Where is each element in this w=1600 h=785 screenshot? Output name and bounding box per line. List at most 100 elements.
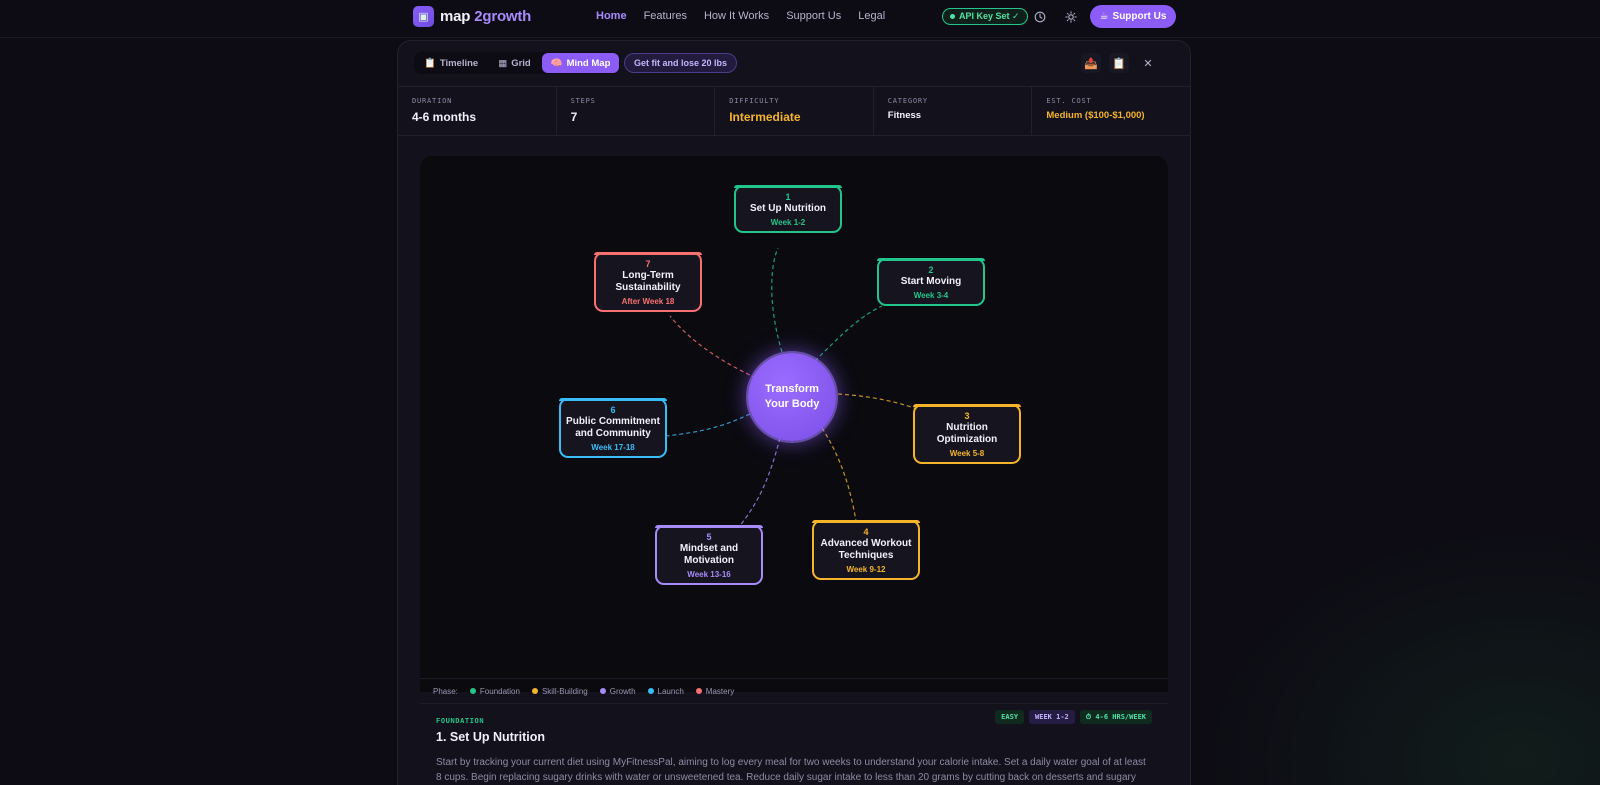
node-week: Week 17-18 [591, 443, 635, 452]
connector-4 [821, 427, 857, 522]
week-chip: WEEK 1-2 [1029, 710, 1075, 724]
goal-badge: Get fit and lose 20 lbs [624, 53, 738, 73]
nav-link-features[interactable]: Features [643, 10, 687, 22]
clipboard-icon: 📋 [424, 57, 436, 69]
node-number: 5 [706, 532, 712, 542]
share-icon: 📤 [1084, 57, 1098, 70]
node-step-4[interactable]: 4 Advanced Workout Techniques Week 9-12 [812, 520, 920, 580]
node-number: 7 [645, 259, 651, 269]
connector-3 [837, 393, 921, 411]
node-number: 6 [610, 405, 616, 415]
legend-item-growth: Growth [599, 686, 636, 696]
logo-icon: ▣ [413, 6, 434, 27]
node-title: Mindset and Motivation [679, 543, 739, 566]
phase-tag: FOUNDATION [436, 717, 485, 725]
legend-item-launch: Launch [647, 686, 684, 696]
clock-icon [1034, 11, 1046, 23]
node-week: Week 3-4 [913, 291, 949, 300]
node-week: After Week 18 [621, 297, 675, 306]
legend-dot [469, 688, 476, 694]
connector-7 [669, 315, 757, 379]
copy-button[interactable]: 📋 [1109, 53, 1129, 73]
step-title: 1. Set Up Nutrition [436, 730, 546, 744]
node-title: Start Moving [900, 276, 962, 287]
legend-text: Mastery [705, 686, 735, 696]
legend-item-mastery: Mastery [695, 686, 735, 696]
connector-5 [737, 437, 781, 529]
connector-1 [771, 247, 783, 353]
connector-6 [665, 413, 751, 437]
node-step-7[interactable]: 7 Long-Term Sustainability After Week 18 [594, 252, 702, 312]
mind-map-canvas[interactable]: Transform Your Body 1 Set Up Nutrition W… [420, 156, 1168, 692]
node-title: Public Commitment and Community [566, 416, 660, 439]
node-week: Week 13-16 [687, 570, 731, 579]
nav-link-legal[interactable]: Legal [858, 10, 886, 22]
history-button[interactable] [1029, 6, 1051, 28]
brain-icon: 🧠 [550, 57, 563, 69]
tab-timeline-label: Timeline [439, 57, 479, 69]
legend-text: Skill-Building [541, 686, 588, 696]
node-week: Week 9-12 [846, 565, 886, 574]
legend-dot [531, 688, 538, 694]
api-key-status[interactable]: API Key Set ✓ [942, 8, 1028, 25]
node-week: Week 1-2 [770, 218, 806, 227]
api-key-status-label: API Key Set ✓ [959, 11, 1020, 21]
copy-icon: 📋 [1112, 57, 1126, 70]
node-step-2[interactable]: 2 Start Moving Week 3-4 [877, 258, 985, 306]
step-chips: EASY WEEK 1-2 ⏱ 4-6 HRS/WEEK [995, 710, 1152, 724]
step-description: Start by tracking your current diet usin… [436, 757, 1146, 783]
stat-steps: STEPS 7 [557, 87, 716, 135]
tab-grid[interactable]: ▦ Grid [489, 53, 540, 73]
logo-word-map: map [440, 8, 471, 25]
status-dot [950, 14, 955, 19]
node-title: Set Up Nutrition [749, 203, 827, 214]
stat-label: STEPS [570, 97, 596, 105]
stat-value: 4-6 months [412, 110, 477, 124]
legend-item-skill-building: Skill-Building [531, 686, 588, 696]
stat-difficulty: DIFFICULTY Intermediate [715, 87, 874, 135]
legend-text: Growth [609, 686, 636, 696]
logo-word-2growth: 2growth [474, 8, 532, 25]
stat-label: CATEGORY [887, 97, 928, 105]
view-tabs: 📋 Timeline ▦ Grid 🧠 Mind Map [414, 52, 621, 74]
stat-value: Intermediate [729, 110, 801, 124]
node-step-1[interactable]: 1 Set Up Nutrition Week 1-2 [734, 185, 842, 233]
legend-dot [599, 688, 606, 694]
node-number: 3 [964, 411, 970, 421]
node-title: Nutrition Optimization [936, 422, 998, 445]
stat-label: DURATION [412, 97, 453, 105]
nav-links: Home Features How It Works Support Us Le… [596, 10, 885, 22]
theme-toggle-button[interactable] [1060, 6, 1082, 28]
close-button[interactable]: ✕ [1138, 53, 1158, 73]
stat-duration: DURATION 4-6 months [398, 87, 557, 135]
nav-link-home[interactable]: Home [596, 10, 627, 22]
connector-2 [814, 305, 883, 362]
node-step-6[interactable]: 6 Public Commitment and Community Week 1… [559, 398, 667, 458]
stat-value: Fitness [887, 110, 922, 121]
tab-timeline[interactable]: 📋 Timeline [415, 53, 487, 73]
nav-link-support-us[interactable]: Support Us [786, 10, 842, 22]
node-title: Advanced Workout Techniques [820, 538, 912, 561]
support-us-button[interactable]: ☕ Support Us [1090, 5, 1176, 28]
legend-item-foundation: Foundation [469, 687, 520, 696]
grid-icon: ▦ [498, 57, 508, 69]
node-week: Week 5-8 [949, 449, 985, 458]
share-button[interactable]: 📤 [1081, 53, 1101, 73]
node-number: 4 [863, 527, 869, 537]
node-title: Long-Term Sustainability [615, 270, 681, 293]
tab-mind-map[interactable]: 🧠 Mind Map [541, 53, 620, 73]
node-step-3[interactable]: 3 Nutrition Optimization Week 5-8 [913, 404, 1021, 464]
center-goal-node[interactable]: Transform Your Body [748, 353, 836, 441]
logo[interactable]: ▣ map 2growth [413, 6, 531, 27]
phase-legend: Phase: Foundation Skill-Building Growth … [420, 678, 1168, 704]
nav-link-how-it-works[interactable]: How It Works [703, 10, 770, 22]
stat-value: Medium ($100-$1,000) [1046, 110, 1145, 121]
legend-dot [695, 688, 702, 694]
node-number: 2 [928, 265, 934, 275]
tab-grid-label: Grid [511, 57, 531, 69]
node-step-5[interactable]: 5 Mindset and Motivation Week 13-16 [655, 525, 763, 585]
legend-text: Launch [657, 686, 684, 696]
hours-chip: ⏱ 4-6 HRS/WEEK [1079, 710, 1152, 724]
coffee-icon: ☕ [1099, 11, 1109, 22]
tab-mind-map-label: Mind Map [566, 57, 611, 69]
